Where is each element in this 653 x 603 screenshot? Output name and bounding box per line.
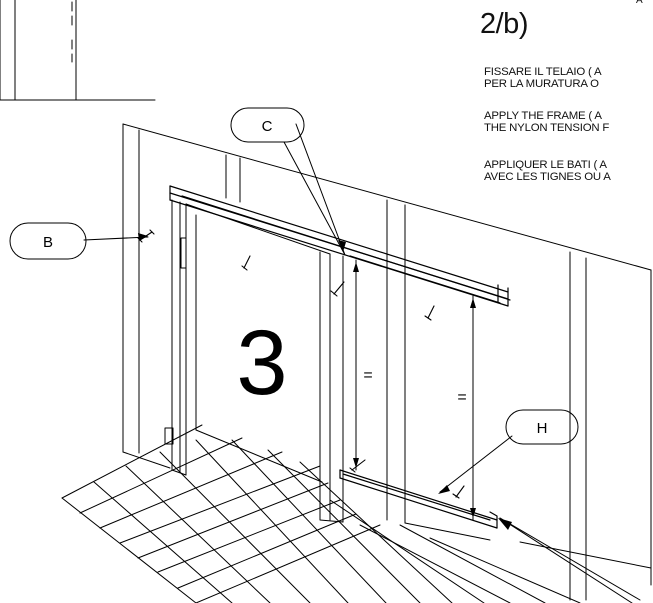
- instruction-italian: FISSARE IL TELAIO ( A PER LA MURATURA O: [484, 66, 602, 90]
- callout-bubble-c: [230, 107, 305, 143]
- door-opening: [195, 214, 323, 483]
- dimension-equal-left: =: [363, 367, 372, 384]
- floor-tiles: [61, 424, 581, 603]
- corner-text: A: [636, 0, 643, 6]
- leader-lines: [83, 123, 641, 603]
- instruction-french: APPLIQUER LE BATI ( A AVEC LES TIGNES OU…: [484, 159, 611, 183]
- instruction-line: AVEC LES TIGNES OU A: [484, 171, 611, 183]
- callout-label-b: B: [43, 234, 53, 251]
- callout-label-c: C: [262, 118, 273, 135]
- detail-view-fragment: [0, 0, 156, 101]
- callout-bubble-b: [9, 222, 87, 260]
- wall-panel: [122, 123, 652, 601]
- door-frame-right-jamb: [185, 203, 344, 523]
- dimension-equal-right: =: [457, 389, 466, 406]
- leader-arrowheads: [138, 233, 512, 530]
- dimension-arrowheads: [353, 262, 476, 518]
- step-number: 3: [236, 312, 287, 414]
- instruction-english: APPLY THE FRAME ( A THE NYLON TENSION F: [484, 110, 609, 134]
- instruction-line: FISSARE IL TELAIO ( A: [484, 66, 602, 78]
- dimension-lines: [355, 259, 474, 521]
- door-frame-left-jamb: [164, 199, 187, 476]
- bottom-guide-rail: [339, 469, 498, 529]
- instruction-line: APPLY THE FRAME ( A: [484, 110, 602, 122]
- callout-label-h: H: [537, 420, 548, 437]
- instruction-line: THE NYLON TENSION F: [484, 122, 610, 134]
- instruction-line: PER LA MURATURA O: [484, 78, 599, 90]
- step-title: 2/b): [480, 8, 528, 40]
- callout-bubble-h: [505, 409, 579, 445]
- instruction-line: APPLIQUER LE BATI ( A: [484, 159, 607, 171]
